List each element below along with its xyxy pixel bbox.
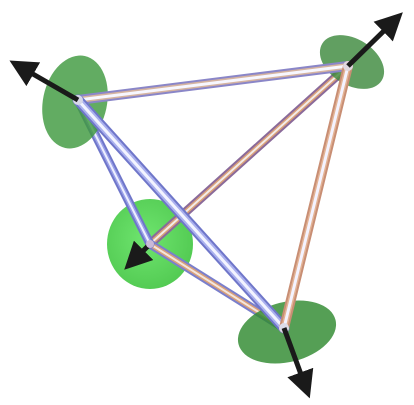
edges-back: [73, 61, 353, 333]
edges-front: [72, 61, 353, 334]
normal-arrow-inner-front: [124, 240, 154, 270]
normal-arrow-lower-right: [281, 327, 314, 399]
vertex-joint-inner-front: [146, 240, 154, 248]
normal-arrow-upper-left: [9, 60, 80, 103]
normal-arrow-upper-right: [346, 12, 403, 68]
